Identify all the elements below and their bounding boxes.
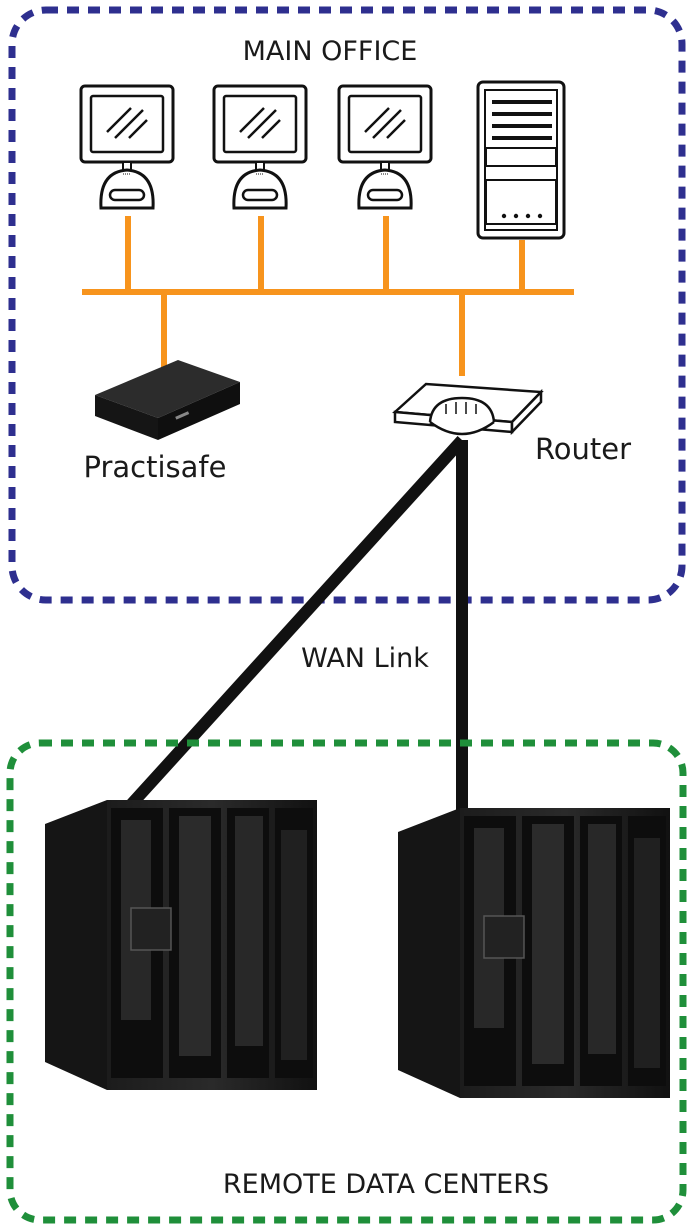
router-label: Router xyxy=(535,432,631,466)
router-icon xyxy=(392,382,544,436)
server-rack-icon xyxy=(398,808,670,1098)
main-office-title: MAIN OFFICE xyxy=(243,36,418,67)
remote-data-centers-boundary xyxy=(6,739,687,1224)
wan-link-label: WAN Link xyxy=(301,643,429,674)
lan-bus xyxy=(82,216,574,376)
remote-data-centers-title: REMOTE DATA CENTERS xyxy=(223,1169,549,1200)
server-tower-icon xyxy=(476,80,566,240)
main-office-boundary xyxy=(8,6,686,604)
workstation-icon xyxy=(212,84,308,210)
practisafe-label: Practisafe xyxy=(84,450,227,484)
server-rack-icon xyxy=(45,800,317,1090)
practisafe-device-icon xyxy=(95,360,240,440)
wan-link-lines xyxy=(123,435,468,815)
workstation-icon xyxy=(337,84,433,210)
workstation-icon xyxy=(79,84,175,210)
